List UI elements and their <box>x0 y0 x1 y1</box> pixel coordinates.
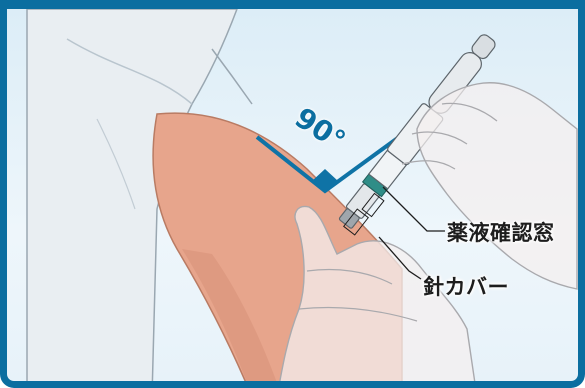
upper-glove-finger-3 <box>441 102 498 122</box>
right-angle-square <box>312 169 338 191</box>
lower-glove-finger-2 <box>298 306 418 322</box>
drug-window-leader <box>382 186 445 232</box>
arm-shade <box>182 249 277 381</box>
needle-cover-label: 針カバー <box>423 275 509 299</box>
drug-window-label: 薬液確認窓 <box>447 221 555 245</box>
sleeve-fold-2 <box>96 118 136 210</box>
upper-glove-hand <box>416 82 578 290</box>
drug-window-highlight <box>361 192 385 218</box>
sleeve-fold <box>66 38 193 105</box>
needle-cover-leader <box>378 236 422 280</box>
injection-illustration <box>26 9 578 381</box>
upper-glove-finger <box>401 160 456 170</box>
lower-glove-finger <box>306 268 393 285</box>
sleeve-edge <box>211 48 253 105</box>
upper-glove-finger-2 <box>411 131 468 145</box>
needle-cover-highlight <box>343 208 369 236</box>
shirt-sleeve <box>26 9 238 381</box>
